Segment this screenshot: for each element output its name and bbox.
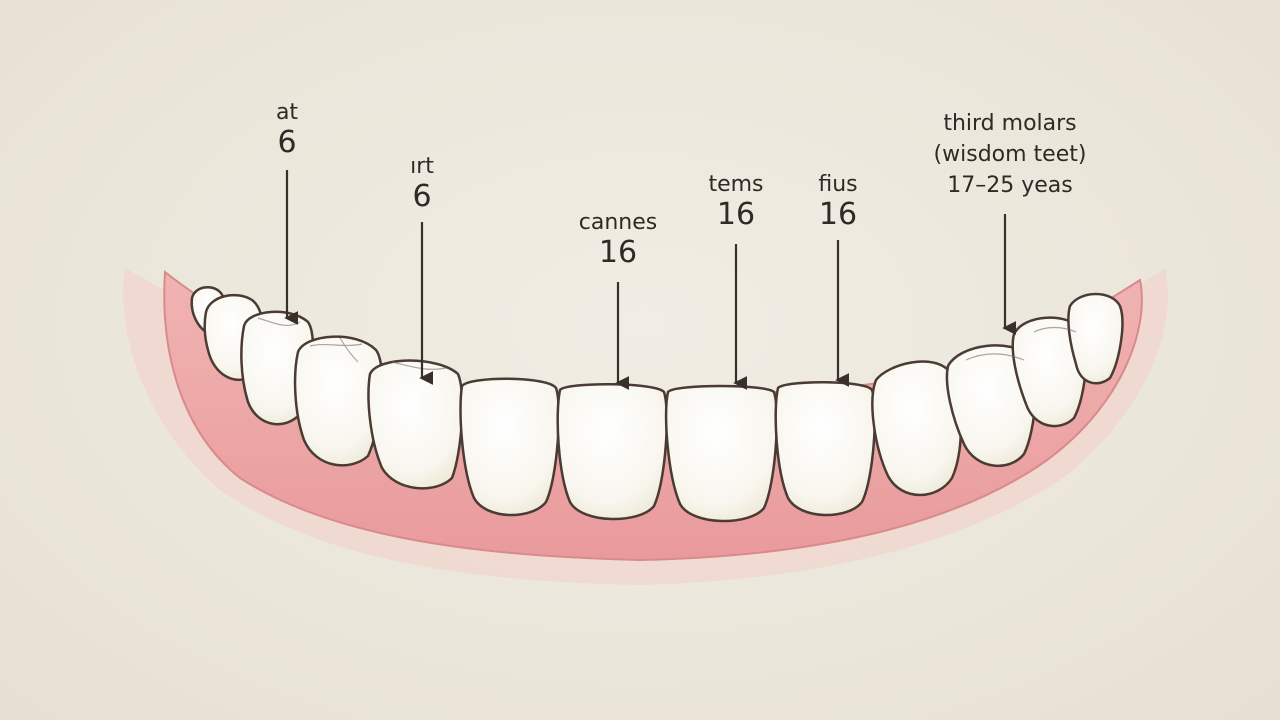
left-molars [190,285,464,490]
right-molars [945,292,1124,467]
label-3-age: 16 [598,235,638,270]
label-5-name: fius [818,172,858,197]
label-4-age: 16 [716,197,756,232]
tooth-l4 [367,359,464,490]
label-1-name: at [275,100,299,125]
label-5: fius 16 [818,172,857,232]
tooth-r5 [1067,292,1124,385]
label-5-age: 16 [818,197,858,232]
pointer-arrows [284,170,1017,390]
label-1: at 6 [276,100,298,160]
label-1-age: 6 [277,125,297,160]
front-teeth [459,360,963,523]
label-3: cannes 16 [579,210,657,270]
molar-details [257,317,1077,370]
label-3-name: cannes [578,210,658,235]
label-2-name: ırt [410,154,434,179]
label-wisdom-name2: (wisdom teet) [933,142,1087,167]
label-4-name: tems [708,172,764,197]
tooth-l2 [556,382,668,521]
tooth-r2 [871,360,963,497]
label-4: tems 16 [708,172,763,232]
label-2-age: 6 [412,179,432,214]
tooth-r4 [1011,316,1088,428]
tooth-l1 [664,384,778,523]
label-wisdom-name: third molars [943,111,1077,136]
label-wisdom: third molars (wisdom teet) 17–25 yeas [934,108,1087,201]
tooth-l5 [293,335,384,467]
label-2: ırt 6 [410,154,434,214]
tooth-r1 [774,380,876,517]
label-wisdom-age: 17–25 yeas [947,173,1073,198]
tooth-r3 [945,344,1037,467]
tooth-l3 [459,377,560,517]
